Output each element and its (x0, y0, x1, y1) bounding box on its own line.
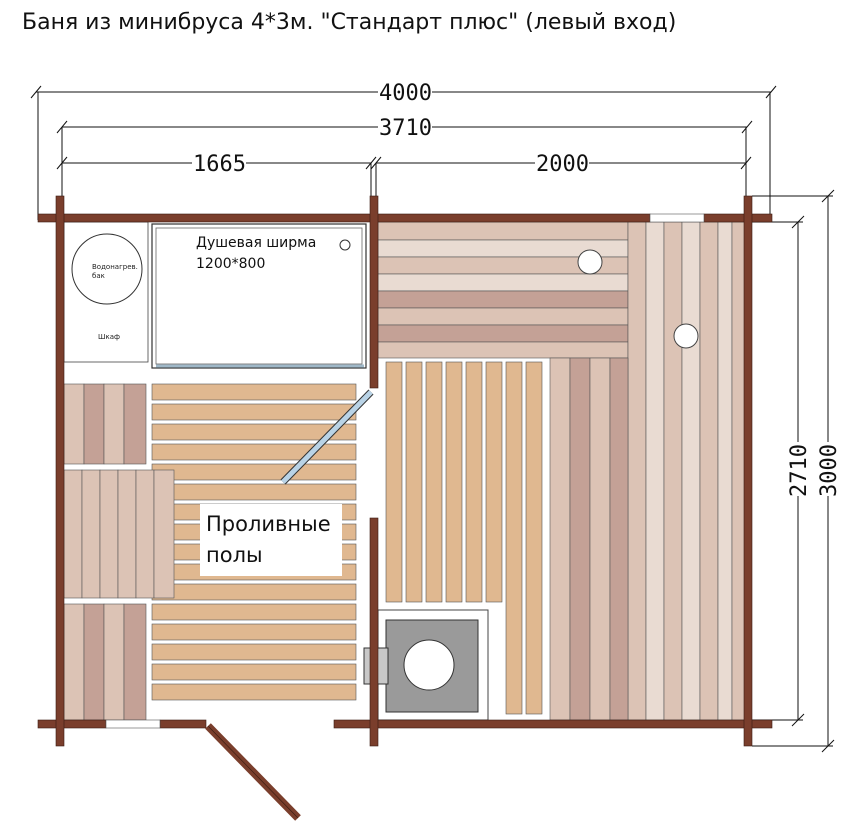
rest-room-bench-lower (63, 603, 147, 721)
dim-total-depth: 3000 (817, 444, 842, 497)
dim-left-room: 1665 (193, 152, 246, 177)
dim-3000-bg (816, 442, 840, 496)
dim-1665-bg (192, 151, 246, 175)
rest-room-table (63, 469, 175, 599)
floor-label-bg (200, 504, 342, 576)
shower-tray (151, 223, 367, 369)
steam-room-right-bench (627, 221, 747, 721)
window-top (649, 213, 705, 223)
stove-tank (403, 639, 455, 691)
cabinet-label: Шкаф (98, 333, 120, 341)
dim-2710-bg (786, 442, 810, 496)
shelf-hole (577, 249, 603, 275)
shelf-hole (673, 323, 699, 349)
entry-door-edge (207, 725, 299, 819)
window-bottom (105, 719, 161, 729)
floor-label-line2: полы (206, 543, 263, 567)
boiler-label-line1: Водонагрев. (92, 263, 138, 271)
floor-label-line1: Проливные (206, 512, 331, 536)
rest-room-bench-upper (63, 383, 147, 465)
dimension-lines-top (30, 85, 777, 220)
shower-label-line1: Душевая ширма (196, 235, 316, 251)
dim-inner-depth: 2710 (787, 444, 812, 497)
dim-right-room: 2000 (536, 152, 589, 177)
dim-2000-bg (535, 151, 589, 175)
steam-room-middle-bench (549, 357, 629, 721)
steam-room-top-benches (377, 221, 629, 359)
boiler-label-line2: бак (92, 272, 105, 280)
shower-drain (339, 239, 351, 251)
dim-total-width: 4000 (379, 81, 432, 106)
shower-label-line2: 1200*800 (196, 256, 265, 272)
dim-4000-bg (378, 80, 432, 104)
steam-room-glass-door-pane (281, 390, 373, 484)
dim-inner-width: 3710 (379, 116, 432, 141)
walls (37, 195, 773, 747)
plan-title: Баня из минибруса 4*3м. "Стандарт плюс" … (22, 10, 676, 35)
water-boiler (71, 233, 143, 305)
shower-tray-inner (155, 227, 363, 365)
dim-3710-bg (378, 115, 432, 139)
steam-room-floor-slats (385, 361, 543, 715)
